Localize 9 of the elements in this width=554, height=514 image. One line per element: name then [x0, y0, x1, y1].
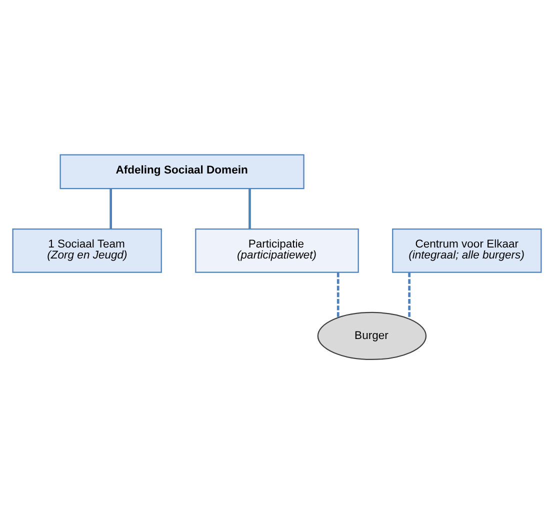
- connector: [110, 188, 112, 229]
- connector: [408, 272, 410, 319]
- connector: [336, 272, 340, 318]
- node-box: Afdeling Sociaal Domein: [60, 154, 304, 190]
- node-box: Participatie (participatiewet): [195, 228, 359, 273]
- node-box: Centrum voor Elkaar (integraal; alle burgers): [392, 228, 542, 273]
- node-ellipse: Burger: [317, 312, 427, 360]
- connector: [248, 188, 251, 229]
- node-box: 1 Sociaal Team (Zorg en Jeugd): [12, 228, 162, 273]
